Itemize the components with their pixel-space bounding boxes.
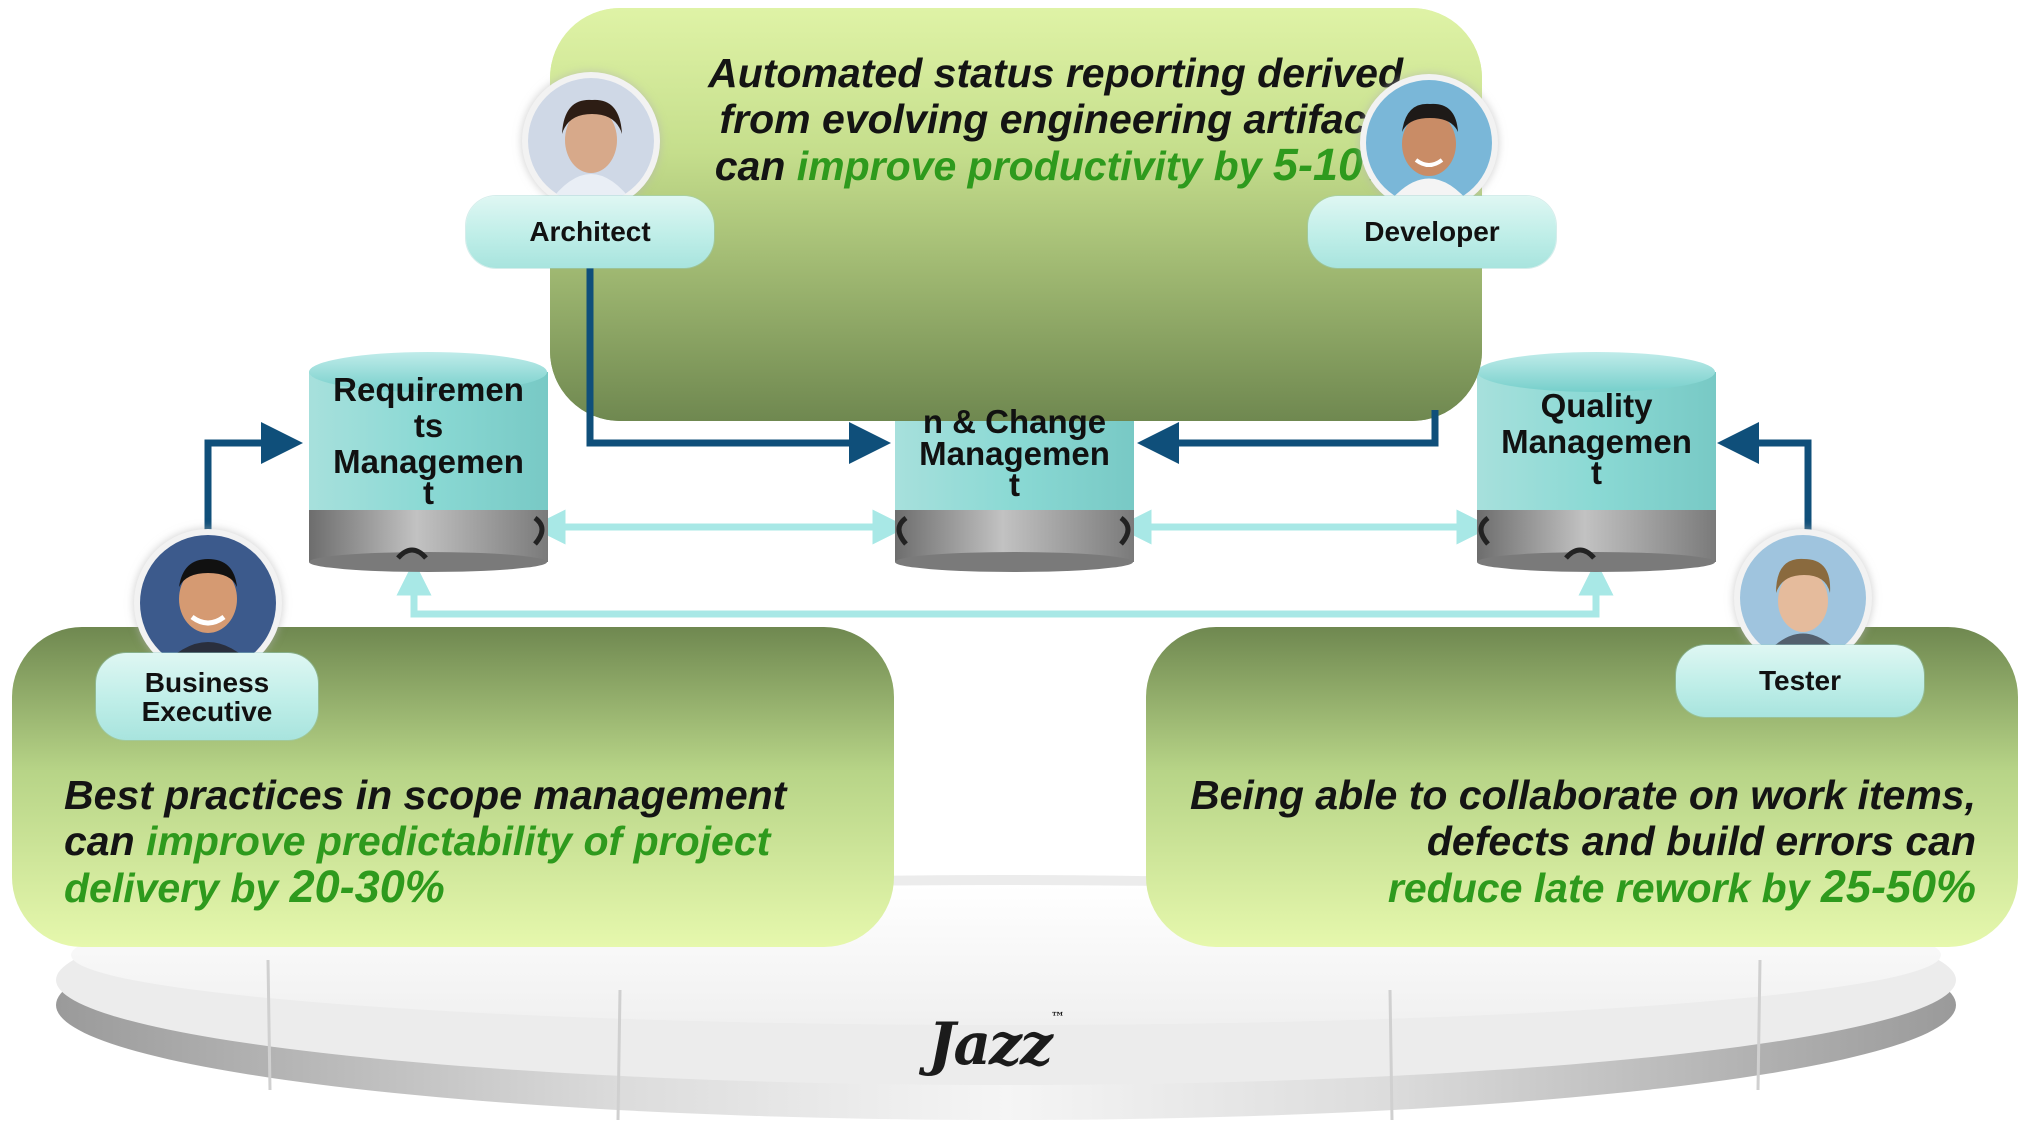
callout-left-line2: can improve predictability of project [64,818,864,864]
tester-avatar [1740,535,1866,661]
architect-arrow [586,268,891,464]
developer-role-label: Developer [1308,196,1556,268]
business-executive-avatar [140,535,276,671]
callout-top-line3: can improve productivity by 5-10% [663,142,1403,190]
tester-role-text: Tester [1759,665,1841,696]
callout-top-green: improve productivity by [796,143,1273,189]
quality-label-line: t [1591,454,1602,491]
callout-right-text: Being able to collaborate on work items,… [1150,772,1976,911]
requirements-label-line: ts [413,407,444,444]
callout-right-line1: Being able to collaborate on work items, [1190,772,1976,818]
architect-portrait-icon [528,78,654,204]
data-link-arrows [396,509,1614,618]
executive-role-text: Executive [141,695,273,727]
requirements-label-line: Managemen [333,443,524,480]
business-executive-role-label: Business Executive [96,653,318,740]
business-arrow [204,422,303,532]
business-role-text: Business [144,666,270,698]
requirements-label-line: t [423,474,434,511]
quality-db [1477,352,1716,572]
tester-portrait-icon [1740,535,1866,661]
callout-right-line3: reduce late rework by 25-50% [1150,861,1976,912]
callout-top-line1: Automated status reporting derived [708,50,1403,96]
callout-left-green2: delivery by [64,865,290,911]
tester-arrow [1717,422,1812,532]
callout-left-line1: Best practices in scope management [64,772,787,818]
developer-avatar [1366,80,1492,206]
callout-right-figure: 25-50% [1820,861,1976,912]
tester-role-label: Tester [1676,645,1924,717]
quality-label-line: Quality [1540,387,1653,424]
requirements-db [309,352,548,572]
callout-left-prefix: can [64,818,147,864]
change-label-line: t [1009,466,1020,503]
jazz-trademark: ™ [1050,1010,1065,1026]
role-arrows [204,268,1812,532]
change-label-line: Managemen [919,435,1110,472]
jazz-logo: Jazz™ [928,1010,1065,1078]
quality-db-label: Quality Managemen t [1477,387,1716,491]
requirements-label-line: Requiremen [333,371,524,408]
callout-top-text: Automated status reporting derived from … [663,50,1403,189]
callout-top-line2: from evolving engineering artifacts [719,96,1404,142]
callout-right-line2: defects and build errors can [1426,818,1976,864]
architect-role-label: Architect [466,196,714,268]
quality-label-line: Managemen [1501,423,1692,460]
callout-top-overlay [550,8,1482,421]
callout-right-green: reduce late rework by [1387,865,1821,911]
developer-portrait-icon [1366,80,1492,206]
developer-arrow [1137,410,1439,464]
business-executive-portrait-icon [140,535,276,671]
change-db-label: n & Change Managemen t [895,403,1134,503]
requirements-db-label: Requiremen ts Managemen t [309,371,548,511]
callout-top-prefix: can [714,143,797,189]
developer-role-text: Developer [1364,216,1500,247]
architect-role-text: Architect [529,216,651,247]
callout-left-line3: delivery by 20-30% [64,861,864,912]
callout-left-green: improve predictability of project [146,818,771,864]
req-quality-link [396,560,1614,618]
architect-avatar [528,78,654,204]
callout-left-figure: 20-30% [289,861,445,912]
change-label-line: n & Change [922,403,1107,440]
callout-left-text: Best practices in scope management can i… [64,772,864,911]
jazz-logo-text: Jazz [928,1010,1053,1078]
